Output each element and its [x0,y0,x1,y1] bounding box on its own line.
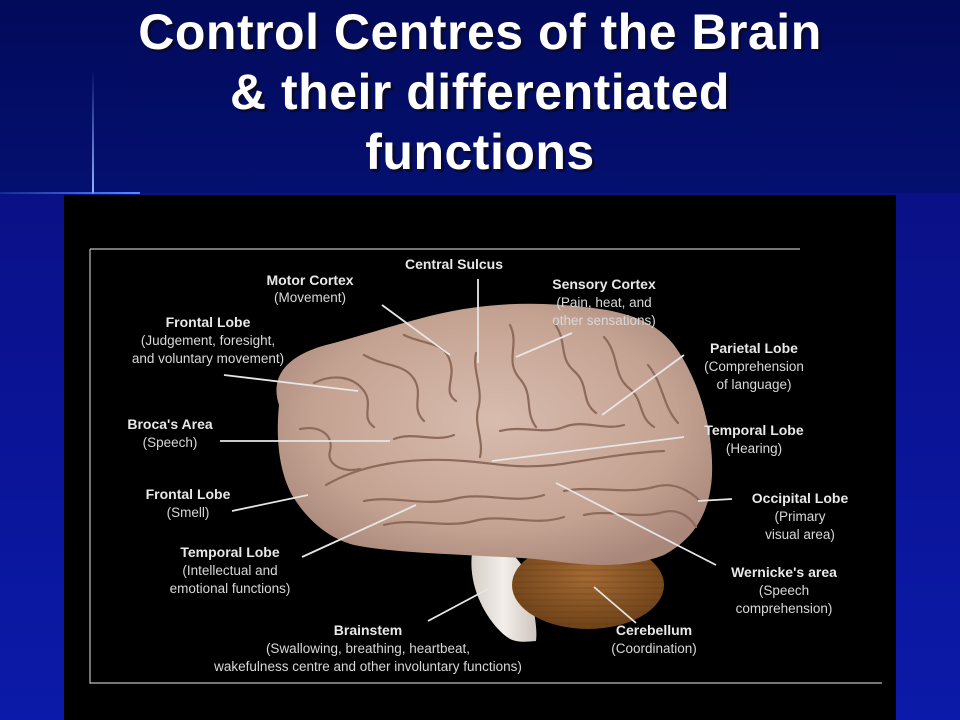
gyrus-line [382,515,566,527]
brainstem-desc-1: (Swallowing, breathing, heartbeat, [266,641,470,656]
label-wernickes-area: Wernicke's area (Speech comprehension) [555,482,837,616]
frame-border [89,249,882,684]
gyrus-line [298,427,362,472]
frontal-lobe-smell-title: Frontal Lobe [146,486,231,502]
gyrus-line [646,363,680,425]
temporal-lobe-intellectual-desc-2: emotional functions) [170,581,291,596]
brain-diagram: Central Sulcus Motor Cortex (Movement) S… [64,195,896,720]
gyrus-line [392,433,456,441]
occipital-lobe-arrow [697,498,733,502]
slide-title-line-2: & their differentiated [230,64,730,120]
label-occipital-lobe: Occipital Lobe (Primary visual area) [697,490,849,542]
brainstem-arrow [427,588,489,622]
gyrus-line [362,493,546,503]
parietal-lobe-arrow [601,354,685,416]
wernickes-area-desc-2: comprehension) [736,601,833,616]
label-frontal-lobe-judgement: Frontal Lobe (Judgement, foresight, and … [132,314,359,392]
motor-cortex-title: Motor Cortex [266,272,353,288]
occipital-lobe-desc-1: (Primary [775,509,826,524]
temporal-lobe-intellectual-desc-1: (Intellectual and [182,563,277,578]
title-divider [0,192,140,194]
label-temporal-lobe-hearing: Temporal Lobe (Hearing) [491,422,804,462]
label-cerebellum: Cerebellum (Coordination) [593,586,697,656]
cerebellum-title: Cerebellum [616,622,692,638]
cerebrum-shape [276,303,713,565]
label-parietal-lobe: Parietal Lobe (Comprehension of language… [601,340,804,416]
parietal-lobe-desc-2: of language) [716,377,791,392]
label-brainstem: Brainstem (Swallowing, breathing, heartb… [213,588,522,674]
label-sensory-cortex: Sensory Cortex (Pain, heat, and other se… [515,276,656,358]
lateral-sulcus-line [324,449,666,487]
frontal-lobe-smell-arrow [231,494,309,512]
frontal-lobe-judgement-desc-1: (Judgement, foresight, [141,333,275,348]
motor-cortex-desc: (Movement) [274,290,346,305]
frontal-lobe-smell-desc: (Smell) [167,505,210,520]
gyrus-line [582,510,698,529]
parietal-lobe-title: Parietal Lobe [710,340,798,356]
brain-diagram-svg: Central Sulcus Motor Cortex (Movement) S… [89,248,882,684]
brainstem-title: Brainstem [334,622,402,638]
sensory-cortex-desc-1: (Pain, heat, and [556,295,651,310]
gyrus-line [602,335,656,429]
gyrus-line [562,484,702,503]
slide-title-line-1: Control Centres of the Brain [138,4,822,60]
brocas-area-desc: (Speech) [143,435,198,450]
gyrus-line [362,353,426,423]
label-motor-cortex: Motor Cortex (Movement) [266,272,451,356]
gyrus-line [498,423,626,433]
sensory-cortex-desc-2: other sensations) [552,313,656,328]
frontal-lobe-judgement-desc-2: and voluntary movement) [132,351,284,366]
gyrus-line [508,323,538,429]
central-sulcus-line [474,351,482,459]
sensory-cortex-arrow [515,332,573,358]
occipital-lobe-desc-2: visual area) [765,527,835,542]
wernickes-area-arrow [555,482,717,566]
temporal-lobe-intellectual-arrow [301,504,417,558]
slide-title-line-3: functions [365,124,595,180]
gyrus-line [312,376,376,429]
temporal-lobe-intellectual-title: Temporal Lobe [180,544,280,560]
parietal-lobe-desc-1: (Comprehension [704,359,804,374]
occipital-lobe-title: Occipital Lobe [752,490,849,506]
temporal-lobe-hearing-desc: (Hearing) [726,441,782,456]
motor-cortex-arrow [381,304,451,356]
wernickes-area-desc-1: (Speech [759,583,809,598]
slide-title: Control Centres of the Brain & their dif… [0,2,960,182]
label-central-sulcus: Central Sulcus [405,256,503,363]
sensory-cortex-title: Sensory Cortex [552,276,656,292]
central-sulcus-title: Central Sulcus [405,256,503,272]
cerebellum-arrow [593,586,637,624]
temporal-lobe-hearing-title: Temporal Lobe [704,422,804,438]
title-band [0,0,960,193]
gyrus-line [402,333,458,403]
label-brocas-area: Broca's Area (Speech) [127,416,390,450]
cerebellum-desc: (Coordination) [611,641,697,656]
frontal-lobe-judgement-title: Frontal Lobe [166,314,251,330]
brocas-area-title: Broca's Area [127,416,213,432]
temporal-lobe-hearing-arrow [491,436,685,462]
label-frontal-lobe-smell: Frontal Lobe (Smell) [146,486,309,520]
wernickes-area-title: Wernicke's area [731,564,837,580]
label-temporal-lobe-intellectual: Temporal Lobe (Intellectual and emotiona… [170,504,417,596]
frontal-lobe-judgement-arrow [223,374,359,392]
title-divider-vertical [92,70,94,194]
brainstem-desc-2: wakefulness centre and other involuntary… [213,659,522,674]
